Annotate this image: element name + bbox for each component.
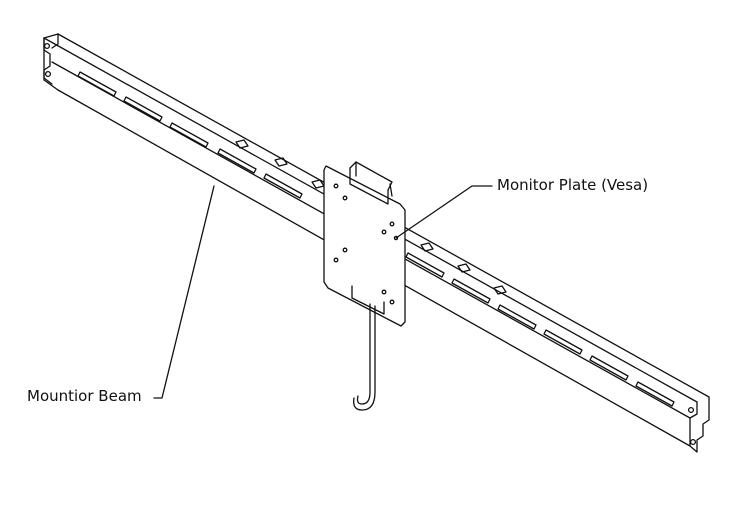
monitor-plate	[323, 161, 406, 327]
mount-beam-label: Mountior Beam	[27, 387, 142, 405]
hook-rod	[353, 303, 376, 411]
beam-slots	[77, 71, 675, 407]
plate-leader-line	[395, 185, 493, 239]
beam-square-holes	[235, 139, 507, 295]
monitor-plate-label: Monitor Plate (Vesa)	[497, 176, 649, 194]
beam-leader-line	[153, 185, 215, 399]
leader-lines	[153, 185, 493, 399]
